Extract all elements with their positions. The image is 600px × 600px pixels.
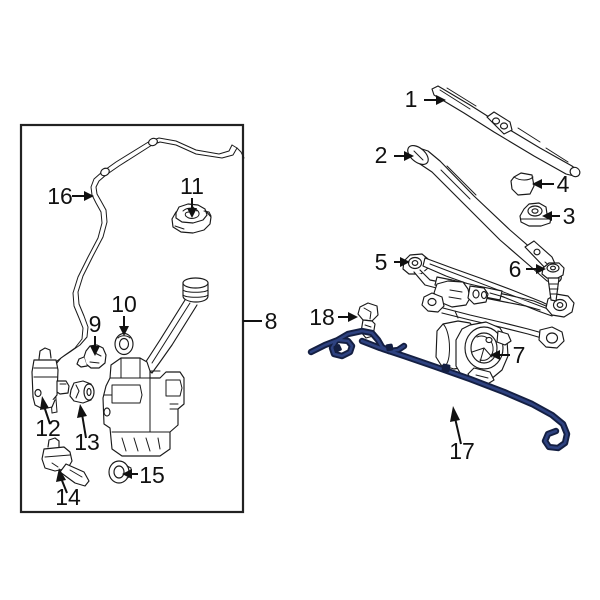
callout-label-4: 4 <box>557 171 570 197</box>
callout-label-5: 5 <box>375 249 388 275</box>
callout-label-17: 17 <box>449 438 475 464</box>
callout-label-14: 14 <box>55 484 81 510</box>
callout-label-8: 8 <box>265 308 278 334</box>
callout-label-7: 7 <box>513 342 526 368</box>
callout-label-2: 2 <box>375 142 388 168</box>
part-washer-level-sensor <box>41 437 90 487</box>
part-linkage-mounting-bolt <box>541 262 565 302</box>
hose-clip <box>148 137 158 147</box>
part-wiper-arm-nut <box>519 202 552 227</box>
callout-label-6: 6 <box>509 256 522 282</box>
part-washer-pump-seal <box>69 380 95 404</box>
hose-clip <box>441 363 451 373</box>
callout-labels: 1 2 3 4 5 6 7 8 9 10 11 12 13 14 15 16 1… <box>35 86 575 510</box>
part-washer-fluid-pump <box>31 347 70 410</box>
callout-label-16: 16 <box>47 183 73 209</box>
part-washer-hose-highlighted <box>307 327 571 452</box>
part-wiper-arm-cap <box>510 172 535 196</box>
callout-label-12: 12 <box>35 415 61 441</box>
callout-label-10: 10 <box>111 291 137 317</box>
part-wiper-motor <box>435 320 512 386</box>
callout-label-1: 1 <box>405 86 418 112</box>
part-washer-reservoir-seal <box>114 332 134 356</box>
callout-label-3: 3 <box>563 203 576 229</box>
callout-label-15: 15 <box>139 462 165 488</box>
callout-label-13: 13 <box>74 429 100 455</box>
callout-label-11: 11 <box>180 173 204 199</box>
hose-clip <box>100 167 110 177</box>
part-wiper-blade <box>431 85 581 178</box>
callout-label-9: 9 <box>89 311 102 337</box>
part-washer-hose-upper <box>48 137 245 414</box>
callout-leaders <box>40 95 560 494</box>
part-washer-reservoir <box>102 277 209 457</box>
hose-clip <box>385 343 394 352</box>
part-wiper-linkage <box>402 253 575 349</box>
hose-clip <box>333 344 342 353</box>
callout-label-18: 18 <box>309 304 335 330</box>
